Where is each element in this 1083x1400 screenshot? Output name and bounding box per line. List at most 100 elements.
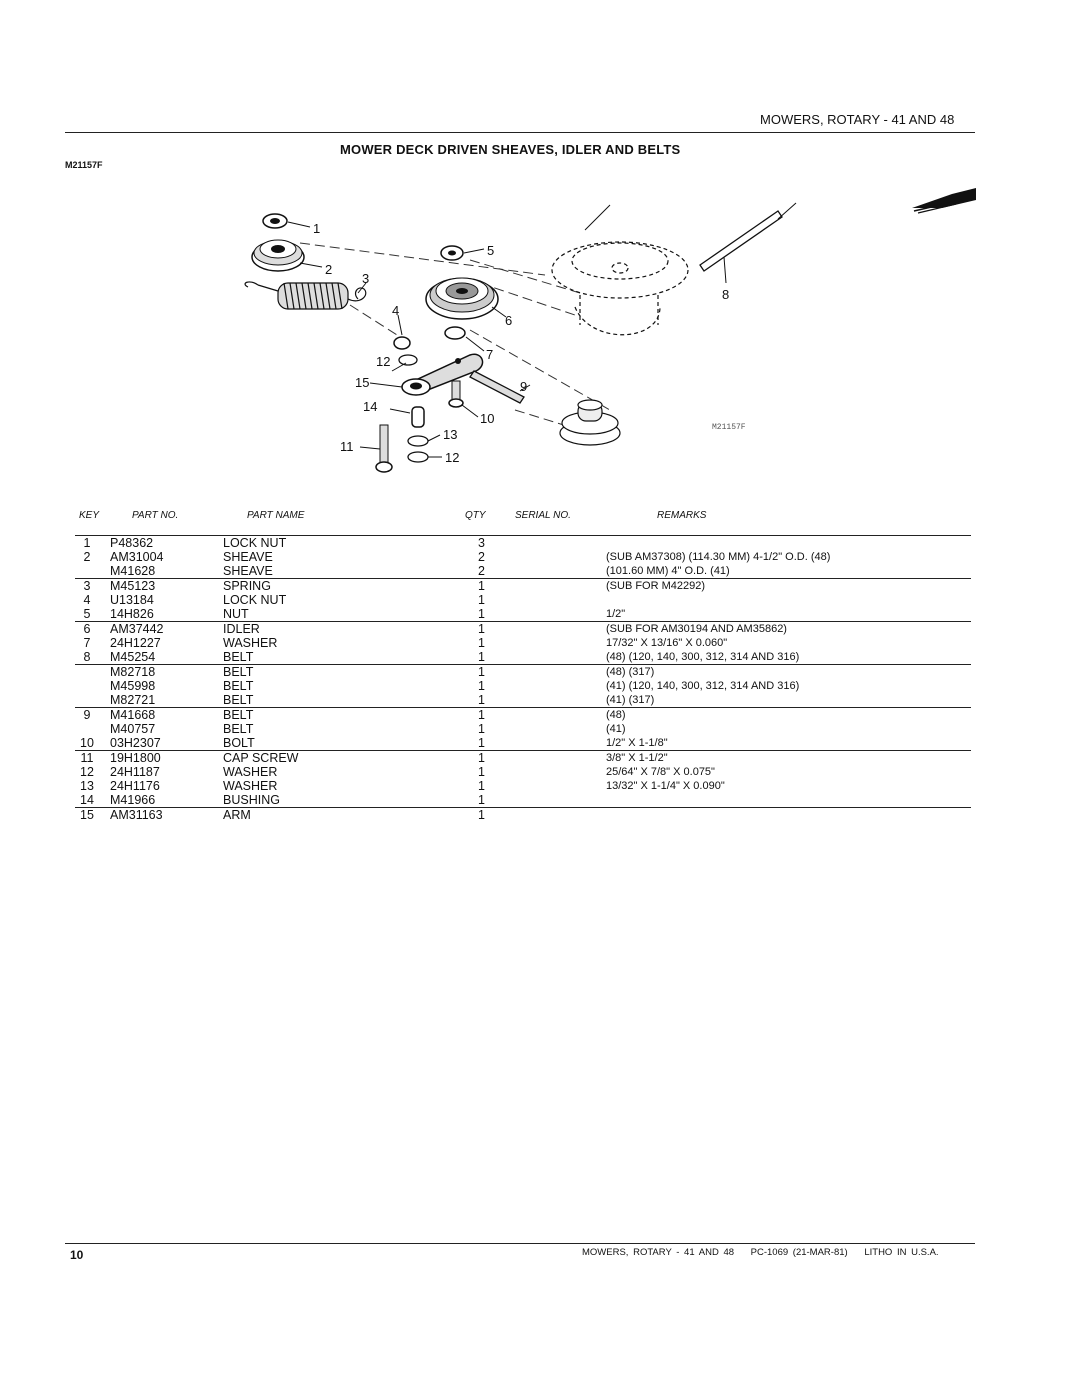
part-no-cell: AM31004 xyxy=(110,550,164,564)
key-cell: 11 xyxy=(80,751,94,765)
callout-7: 7 xyxy=(486,347,493,362)
qty-cell: 1 xyxy=(478,622,485,636)
qty-cell: 1 xyxy=(478,751,485,765)
part-no-cell: M45123 xyxy=(110,579,156,593)
callout-3: 3 xyxy=(362,271,369,286)
key-cell: 8 xyxy=(83,650,91,664)
key-cell: 1 xyxy=(83,536,91,550)
part-no-cell: 24H1187 xyxy=(110,765,160,779)
qty-cell: 1 xyxy=(478,636,485,650)
qty-cell: 1 xyxy=(478,765,485,779)
qty-cell: 1 xyxy=(478,607,485,621)
remarks-cell: (101.60 MM) 4" O.D. (41) xyxy=(606,565,730,577)
callout-11: 11 xyxy=(340,439,354,454)
part-no-cell: M82718 xyxy=(110,665,156,679)
qty-cell: 1 xyxy=(478,650,485,664)
key-cell: 6 xyxy=(83,622,91,636)
col-remarks: REMARKS xyxy=(657,510,707,521)
key-cell: 14 xyxy=(80,793,94,807)
col-part-name: PART NAME xyxy=(247,510,305,521)
key-cell: 7 xyxy=(83,636,91,650)
deck-sheave-part xyxy=(551,241,689,336)
part-name-cell: SPRING xyxy=(223,579,271,593)
key-cell: 3 xyxy=(83,579,91,593)
part-name-cell: BELT xyxy=(223,693,254,707)
part-no-cell: M41668 xyxy=(110,708,156,722)
qty-cell: 1 xyxy=(478,736,485,750)
col-qty: QTY xyxy=(465,510,486,521)
remarks-cell: (SUB AM37308) (114.30 MM) 4-1/2" O.D. (4… xyxy=(606,551,831,563)
part-no-cell: M41966 xyxy=(110,793,156,807)
key-cell: 5 xyxy=(83,607,91,621)
part-no-cell: AM31163 xyxy=(110,808,163,822)
section-header: MOWERS, ROTARY - 41 AND 48 xyxy=(760,112,955,127)
col-serial-no: SERIAL NO. xyxy=(515,510,571,521)
part-name-cell: ARM xyxy=(223,808,251,822)
part-name-cell: LOCK NUT xyxy=(223,593,287,607)
part-name-cell: BELT xyxy=(223,679,254,693)
callout-9: 9 xyxy=(520,379,527,394)
callout-4: 4 xyxy=(392,303,399,318)
part-name-cell: BELT xyxy=(223,708,254,722)
part-name-cell: SHEAVE xyxy=(223,564,273,578)
arrow-logo-icon xyxy=(912,188,976,214)
part-name-cell: LOCK NUT xyxy=(223,536,287,550)
part-no-cell: 14H826 xyxy=(110,607,154,621)
part-name-cell: BELT xyxy=(223,650,254,664)
nut-part xyxy=(440,245,464,261)
part-no-cell: 24H1227 xyxy=(110,636,161,650)
part-name-cell: WASHER xyxy=(223,765,278,779)
part-name-cell: WASHER xyxy=(223,779,278,793)
remarks-cell: (41) (120, 140, 300, 312, 314 AND 316) xyxy=(606,680,800,692)
callout-1: 1 xyxy=(313,221,320,236)
callout-8: 8 xyxy=(722,287,729,302)
remarks-cell: 1/2" xyxy=(606,608,626,620)
qty-cell: 1 xyxy=(478,693,485,707)
callout-12-lower: 12 xyxy=(445,450,459,465)
part-name-cell: SHEAVE xyxy=(223,550,273,564)
footer-section: MOWERS, ROTARY - 41 AND 48 xyxy=(582,1247,735,1258)
part-name-cell: BELT xyxy=(223,722,254,736)
part-name-cell: NUT xyxy=(223,607,249,621)
footer-catalog: PC-1069 (21-MAR-81) xyxy=(750,1247,848,1258)
qty-cell: 2 xyxy=(478,564,485,578)
part-no-cell: 24H1176 xyxy=(110,779,160,793)
page-title: MOWER DECK DRIVEN SHEAVES, IDLER AND BEL… xyxy=(340,142,681,157)
remarks-cell: 25/64" X 7/8" X 0.075" xyxy=(606,766,715,778)
part-name-cell: IDLER xyxy=(223,622,260,636)
part-no-cell: M45254 xyxy=(110,650,156,664)
key-bar-part xyxy=(469,370,525,404)
lock-nut-part xyxy=(262,213,288,229)
remarks-cell: (48) xyxy=(606,709,626,721)
remarks-cell: (SUB FOR AM30194 AND AM35862) xyxy=(606,623,787,635)
qty-cell: 2 xyxy=(478,550,485,564)
part-no-cell: AM37442 xyxy=(110,622,164,636)
qty-cell: 1 xyxy=(478,579,485,593)
key-cell: 9 xyxy=(83,708,91,722)
col-part-no: PART NO. xyxy=(132,510,179,521)
table-row: 5 14H826 NUT 1 1/2" xyxy=(75,607,971,621)
qty-cell: 1 xyxy=(478,779,485,793)
qty-cell: 1 xyxy=(478,808,485,822)
callout-2: 2 xyxy=(325,262,332,277)
part-name-cell: CAP SCREW xyxy=(223,751,299,765)
part-no-cell: 03H2307 xyxy=(110,736,161,750)
remarks-cell: (41) xyxy=(606,723,626,735)
key-cell: 4 xyxy=(83,593,91,607)
key-cell: 10 xyxy=(80,736,94,750)
key-cell: 13 xyxy=(80,779,94,793)
qty-cell: 1 xyxy=(478,708,485,722)
remarks-cell: 3/8" X 1-1/2" xyxy=(606,752,668,764)
